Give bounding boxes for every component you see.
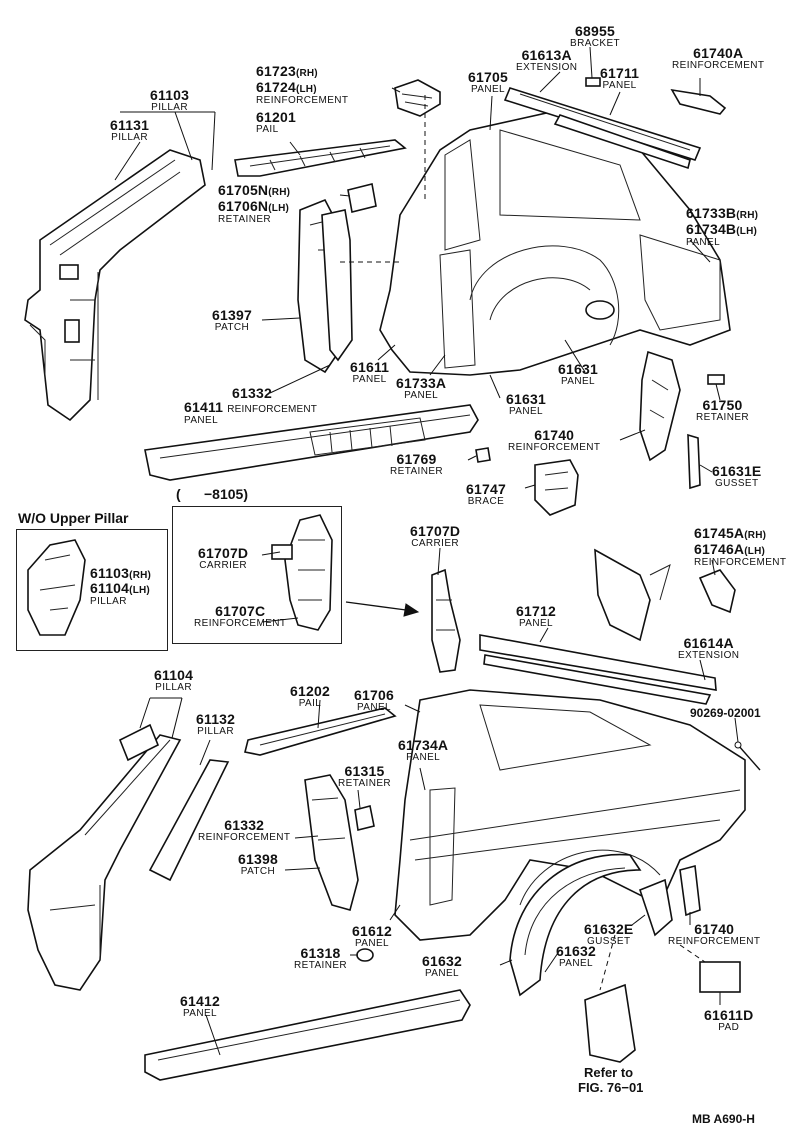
label-90269-02001: 90269-02001 bbox=[690, 706, 761, 720]
panel-61711-drawing bbox=[503, 87, 702, 170]
label-61706N-lh-retainer: 61706N(LH)RETAINER bbox=[218, 198, 290, 225]
reinforcement-61740A-drawing bbox=[670, 88, 727, 115]
inset-carrier-drawing bbox=[271, 514, 333, 631]
mud-guard-drawing bbox=[584, 983, 636, 1063]
gusset-61631E-drawing bbox=[687, 433, 701, 490]
label-61733B-rh: 61733B(RH) bbox=[686, 205, 759, 221]
label-61332-reinforcement-top: 61332 bbox=[232, 385, 272, 401]
label-61745A-rh: 61745A(RH) bbox=[694, 525, 767, 541]
pad-61611D-drawing bbox=[699, 961, 741, 993]
panel-61632-drawing bbox=[509, 853, 642, 997]
rocker-panel-61412-drawing bbox=[144, 989, 471, 1081]
rail-61201-drawing bbox=[234, 139, 407, 177]
pillar-61104-drawing bbox=[27, 723, 230, 991]
label-61746A-lh-reinforcement: 61746A(LH)REINFORCEMENT bbox=[694, 541, 787, 568]
patch-61398-drawing bbox=[304, 774, 359, 911]
retainer-61318-drawing bbox=[356, 948, 374, 962]
reinforcement-61332-top-drawing bbox=[321, 209, 353, 362]
reinforcement-61723-drawing bbox=[394, 79, 441, 117]
reinforcement-61745A-drawing bbox=[594, 548, 736, 642]
retainer-61315-drawing bbox=[354, 805, 375, 831]
inset-title-date: ( −8105) bbox=[176, 486, 248, 502]
retainer-61769-drawing bbox=[475, 447, 491, 463]
inset-box-date bbox=[172, 506, 342, 644]
pillar-61131-drawing bbox=[24, 149, 206, 422]
reinforcement-61740-top-drawing bbox=[639, 350, 681, 462]
leader-lines bbox=[114, 46, 739, 1056]
label-61723-rh: 61723(RH) bbox=[256, 63, 318, 79]
quarter-panel-bottom-drawing bbox=[394, 689, 746, 941]
retainer-61705N-drawing bbox=[347, 183, 377, 213]
right-arrow-icon bbox=[345, 601, 420, 617]
refer-line-1: Refer to bbox=[584, 1065, 634, 1080]
refer-note: Refer to FIG. 76−01 bbox=[578, 1065, 644, 1096]
brace-61747-drawing bbox=[534, 459, 579, 516]
carrier-61707D-drawing bbox=[431, 568, 461, 673]
inset-pillar-drawing bbox=[27, 539, 86, 636]
label-61104-lh-pillar-inset: 61104(LH)PILLAR bbox=[90, 580, 150, 607]
inset-box-wo-upper-pillar bbox=[16, 529, 168, 651]
gusset-61632E-drawing bbox=[639, 864, 701, 937]
bracket-68955-drawing bbox=[585, 77, 601, 87]
label-61705N-rh: 61705N(RH) bbox=[218, 182, 291, 198]
refer-line-2: FIG. 76−01 bbox=[578, 1079, 644, 1095]
rocker-panel-61411-drawing bbox=[144, 404, 479, 481]
inset-title-wo-upper-pillar: W/O Upper Pillar bbox=[18, 510, 129, 526]
label-61724-lh-reinforcement: 61724(LH)REINFORCEMENT bbox=[256, 79, 349, 106]
retainer-61750-drawing bbox=[707, 374, 725, 385]
figure-code: MB A690-H bbox=[692, 1112, 755, 1126]
label-61734B-lh-panel: 61734B(LH)PANEL bbox=[686, 221, 758, 248]
rail-61202-drawing bbox=[244, 707, 397, 756]
label-61103-rh-inset: 61103(RH) bbox=[90, 565, 152, 581]
panel-61712-drawing bbox=[479, 634, 717, 705]
